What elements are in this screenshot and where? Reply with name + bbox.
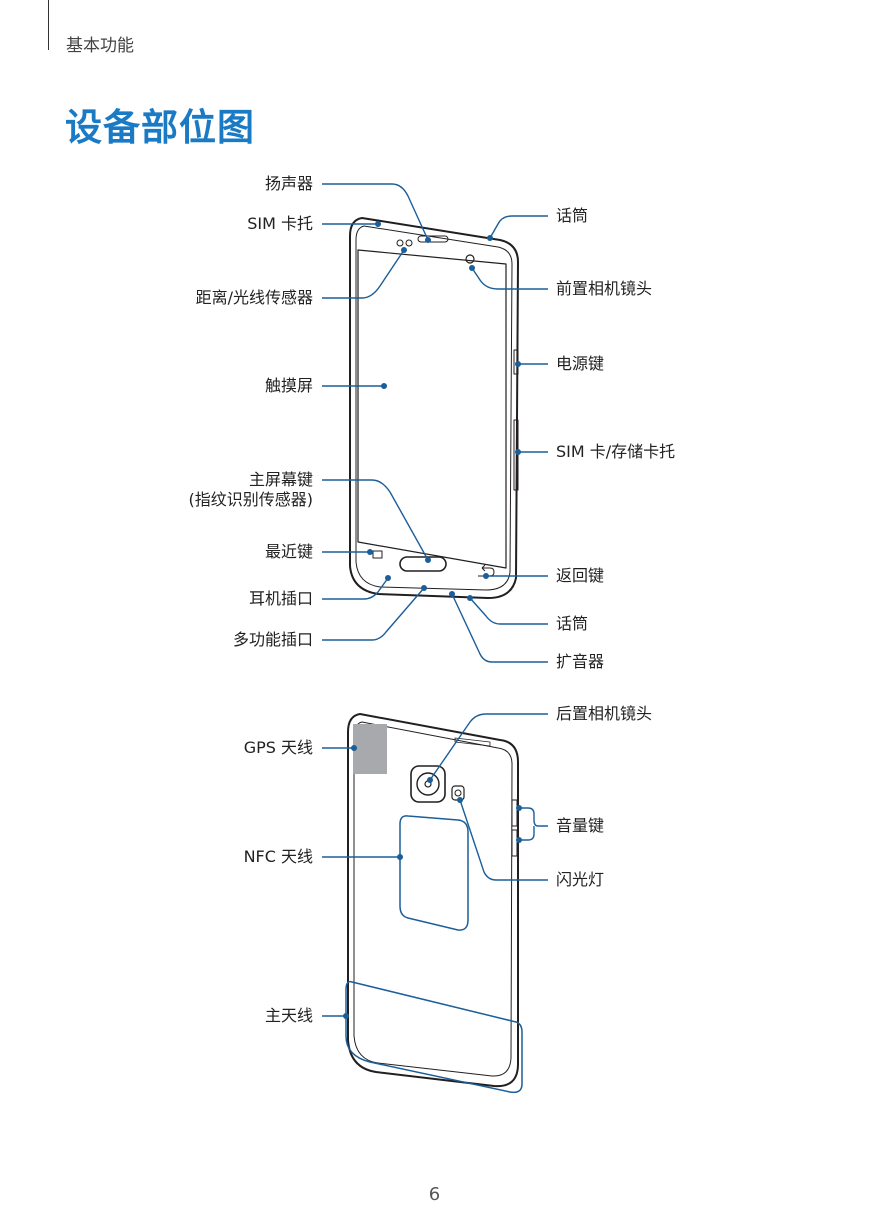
dot-earphone-jack <box>385 575 391 581</box>
label-touchscreen: 触摸屏 <box>264 376 313 395</box>
label-mic-bottom: 话筒 <box>556 614 589 633</box>
label-speaker: 扬声器 <box>264 174 313 193</box>
callout-earphone-jack <box>322 577 389 600</box>
dot-power-key <box>515 361 521 367</box>
callout-front-camera <box>471 267 548 290</box>
dot-sim-memory-tray <box>515 449 521 455</box>
label-recent-key: 最近键 <box>264 542 313 561</box>
callout-home-key <box>322 479 429 561</box>
callout-dots <box>343 221 522 1019</box>
gps-antenna-area <box>353 724 387 774</box>
dot-recent-key <box>367 549 373 555</box>
label-nfc-antenna: NFC 天线 <box>243 847 313 866</box>
dot-front-camera <box>469 265 475 271</box>
dot-rear-camera <box>427 777 433 783</box>
page-number: 6 <box>428 1184 441 1205</box>
header-rule <box>48 0 49 50</box>
dot-speaker <box>425 237 431 243</box>
dot-volume-down <box>516 837 522 843</box>
front-camera-lens <box>465 254 475 264</box>
dot-mic-top <box>487 235 493 241</box>
dot-volume-up <box>516 805 522 811</box>
section-title: 基本功能 <box>66 36 134 56</box>
callout-lines <box>322 183 548 1017</box>
dot-sim-tray <box>375 221 381 227</box>
main-antenna-outline <box>345 980 523 1094</box>
dot-nfc-antenna <box>397 854 403 860</box>
dot-multipurpose-jack <box>421 585 427 591</box>
dot-main-antenna <box>343 1013 349 1019</box>
label-proximity-sensor: 距离/光线传感器 <box>195 288 313 307</box>
front-phone-inner-edge <box>355 225 513 591</box>
callout-mic-top <box>489 215 548 239</box>
label-loudspeaker: 扩音器 <box>556 652 605 671</box>
label-rear-camera: 后置相机镜头 <box>556 704 653 723</box>
callout-loudspeaker <box>451 593 548 663</box>
back-phone-illustration <box>347 713 519 1088</box>
back-phone-body <box>347 713 519 1088</box>
label-earphone-jack: 耳机插口 <box>248 589 313 608</box>
callout-multipurpose-jack <box>322 587 425 641</box>
label-sim-memory-tray: SIM 卡/存储卡托 <box>556 442 676 461</box>
front-phone-illustration <box>349 217 519 599</box>
dot-touchscreen <box>381 383 387 389</box>
proximity-sensor-dot-a <box>396 239 404 247</box>
proximity-sensor-dot-b <box>405 239 413 247</box>
label-mic-top: 话筒 <box>556 206 589 225</box>
callout-proximity-sensor <box>322 249 405 299</box>
label-main-antenna: 主天线 <box>264 1006 313 1025</box>
nfc-antenna-outline <box>399 815 469 931</box>
front-phone-body <box>349 217 519 599</box>
rear-camera-lens-outer <box>416 772 440 796</box>
front-display <box>357 249 507 569</box>
label-volume-key: 音量键 <box>556 816 605 835</box>
volume-key-up <box>511 799 518 827</box>
flash-lens <box>454 789 462 797</box>
page-title: 设备部位图 <box>65 106 255 149</box>
dot-home-key <box>425 557 431 563</box>
antenna-outlines <box>345 815 523 1094</box>
label-multipurpose-jack: 多功能插口 <box>232 630 313 649</box>
dot-mic-bottom <box>467 595 473 601</box>
callout-rear-camera <box>429 713 548 781</box>
label-home-key: 主屏幕键 <box>248 470 313 489</box>
top-edge-detail <box>454 737 491 747</box>
dot-proximity <box>401 247 407 253</box>
callout-mic-bottom <box>469 597 548 625</box>
dot-loudspeaker <box>449 591 455 597</box>
rear-camera-housing <box>410 765 446 803</box>
callout-volume-key <box>519 807 548 841</box>
callout-speaker <box>322 183 429 241</box>
dot-back-key <box>483 573 489 579</box>
dot-gps-antenna <box>351 745 357 751</box>
home-button <box>399 556 447 572</box>
earpiece-speaker <box>417 235 449 243</box>
label-home-key-sub: (指纹识别传感器) <box>188 490 314 509</box>
recent-key-icon <box>372 550 383 559</box>
label-sim-tray: SIM 卡托 <box>247 214 313 233</box>
label-back-key: 返回键 <box>556 566 605 585</box>
callout-flash <box>459 799 548 881</box>
label-front-camera: 前置相机镜头 <box>556 279 653 298</box>
label-power-key: 电源键 <box>556 354 605 373</box>
dot-flash <box>457 797 463 803</box>
volume-key-down <box>511 829 518 857</box>
label-flash: 闪光灯 <box>556 870 605 889</box>
label-gps-antenna: GPS 天线 <box>243 738 313 757</box>
